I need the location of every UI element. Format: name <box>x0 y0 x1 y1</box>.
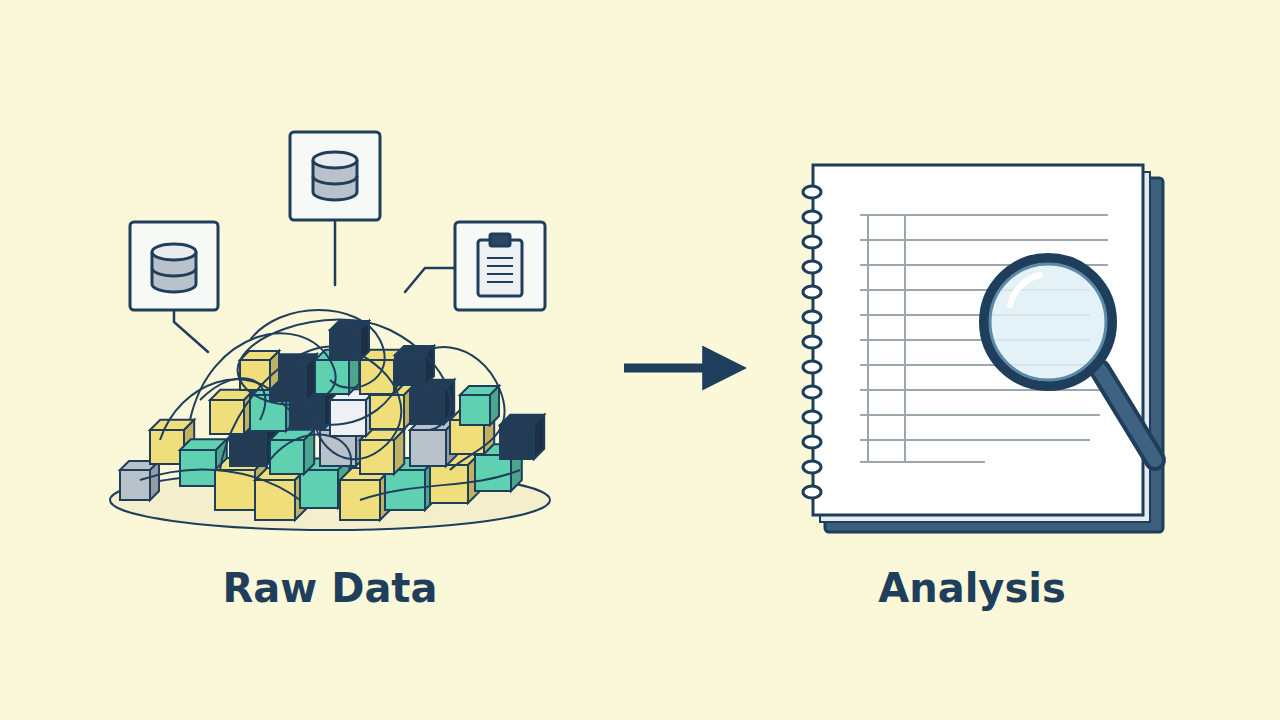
illustration-group: Analysis <box>735 120 1209 640</box>
caption-label: Analysis <box>872 564 1072 612</box>
flow-arrow <box>624 364 731 373</box>
illustration-group: Raw Data <box>40 120 620 640</box>
caption-label: Raw Data <box>217 564 444 612</box>
